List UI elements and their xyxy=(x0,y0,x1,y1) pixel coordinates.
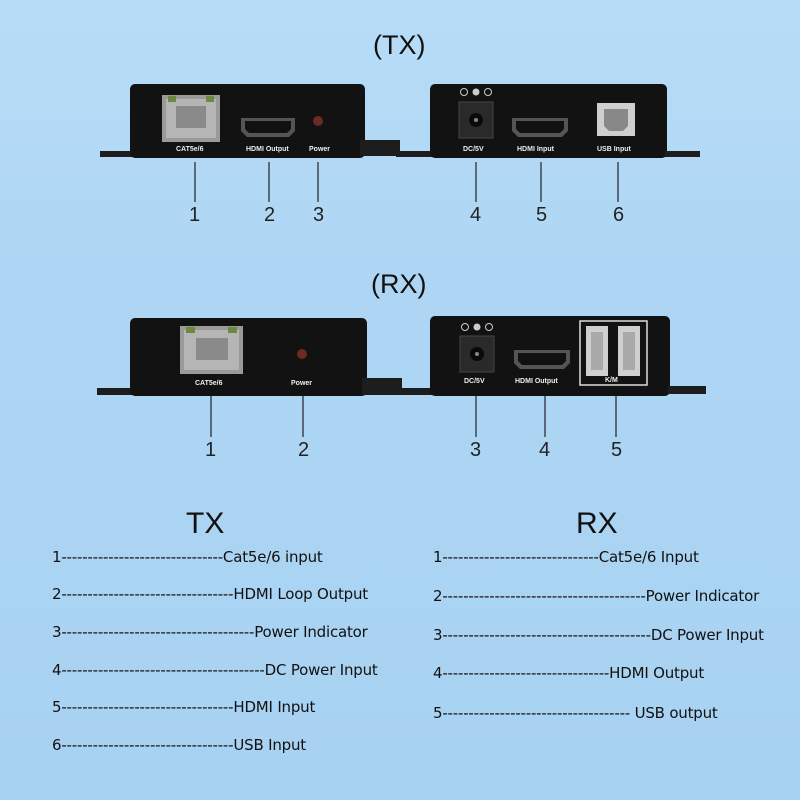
legend-tx-item-2: 2---------------------------------HDMI L… xyxy=(52,585,368,603)
legend-rx-item-3: 3---------------------------------------… xyxy=(433,626,764,644)
rx-num-2: 2 xyxy=(298,439,310,461)
rx-title: (RX) xyxy=(371,269,427,299)
rx-left-unit xyxy=(97,318,402,396)
legend-rx-item-5: 5------------------------------------ US… xyxy=(433,704,718,722)
rx-num-5: 5 xyxy=(611,439,623,461)
legend-tx-item-6: 6---------------------------------USB In… xyxy=(52,736,306,754)
rx-label-cat: CAT5e/6 xyxy=(195,380,223,387)
tx-num-4: 4 xyxy=(470,204,482,226)
tx-num-5: 5 xyxy=(536,204,548,226)
legend-tx-title: TX xyxy=(186,507,225,540)
legend-tx-item-1: 1-------------------------------Cat5e/6 … xyxy=(52,548,323,566)
tx-num-2: 2 xyxy=(264,204,276,226)
tx-num-3: 3 xyxy=(313,204,325,226)
legend-rx-item-2: 2---------------------------------------… xyxy=(433,587,760,605)
tx-label-power: Power xyxy=(309,146,331,153)
rx-label-hdmi-output: HDMI Output xyxy=(515,378,558,385)
tx-label-hdmi-output: HDMI Output xyxy=(246,146,289,153)
rx-label-power: Power xyxy=(291,380,313,387)
tx-label-cat: CAT5e/6 xyxy=(176,146,204,153)
tx-num-6: 6 xyxy=(613,204,625,226)
tx-label-dc: DC/5V xyxy=(463,146,484,153)
legend-tx-item-4: 4---------------------------------------… xyxy=(52,661,378,679)
legend-rx-item-4: 4--------------------------------HDMI Ou… xyxy=(433,664,705,682)
rx-label-km: K/M xyxy=(605,377,618,384)
legend-tx-item-3: 3-------------------------------------Po… xyxy=(52,623,368,641)
rx-num-1: 1 xyxy=(205,439,217,461)
tx-label-hdmi-input: HDMI Input xyxy=(517,146,554,153)
rx-leader-lines xyxy=(210,396,617,437)
tx-leader-lines xyxy=(194,162,619,202)
tx-title: (TX) xyxy=(373,30,426,60)
tx-label-usb-input: USB Input xyxy=(597,146,631,153)
rx-label-dc: DC/5V xyxy=(464,378,485,385)
legend-rx-item-1: 1------------------------------Cat5e/6 I… xyxy=(433,548,699,566)
rx-right-unit xyxy=(398,316,706,396)
rx-num-3: 3 xyxy=(470,439,482,461)
legend-rx-title: RX xyxy=(576,507,618,540)
tx-left-unit xyxy=(100,84,400,158)
rx-num-4: 4 xyxy=(539,439,551,461)
tx-right-unit xyxy=(396,84,700,158)
tx-num-1: 1 xyxy=(189,204,201,226)
legend-tx-item-5: 5---------------------------------HDMI I… xyxy=(52,698,316,716)
